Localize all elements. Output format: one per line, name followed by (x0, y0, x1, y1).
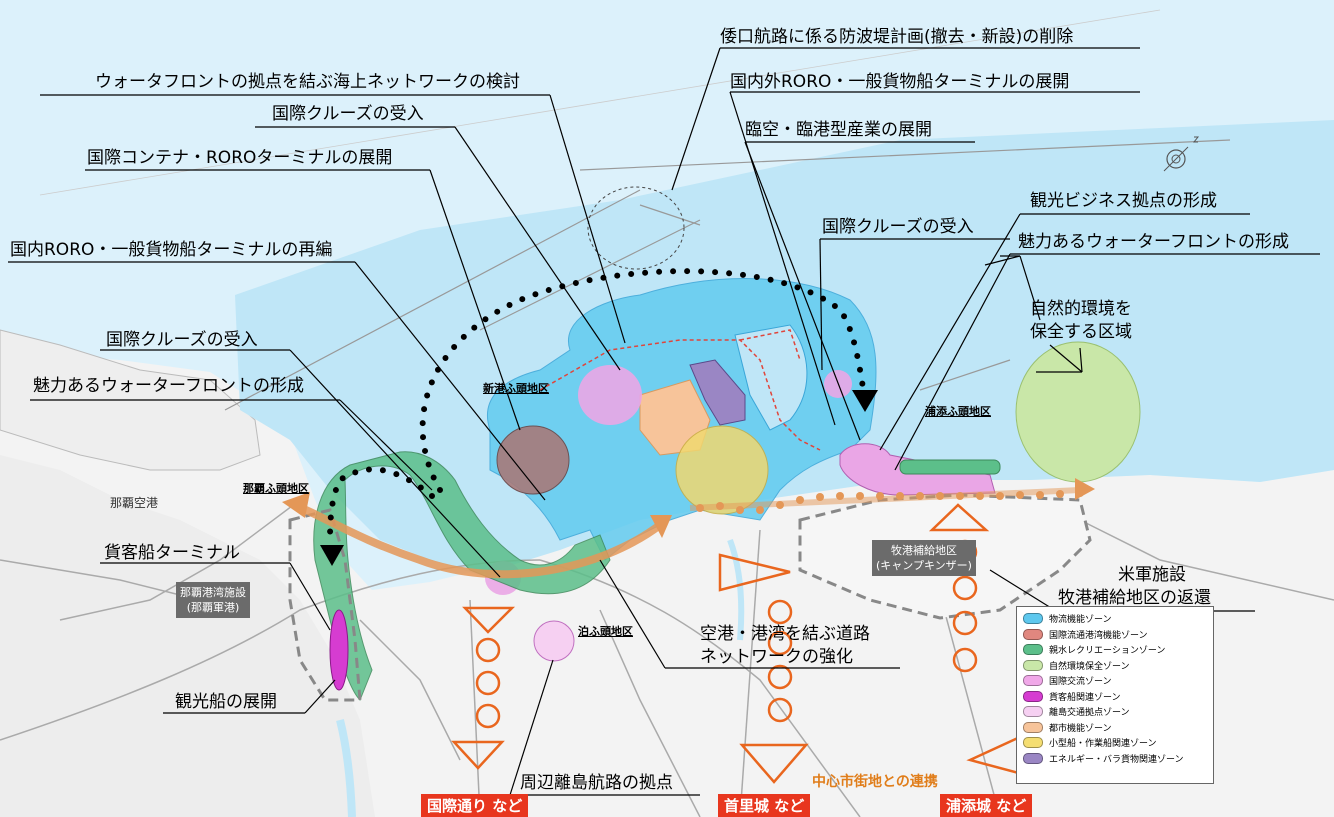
label-roro-domestic-intl: 国内外RORO・一般貨物船ターミナルの展開 (730, 72, 1070, 92)
label-cruise-2: 国際クルーズの受入 (822, 217, 974, 237)
label-attractive-waterfront-1: 魅力あるウォーターフロントの形成 (1018, 232, 1289, 252)
legend-item: 貨客船関連ゾーン (1023, 689, 1207, 705)
legend-swatch (1023, 737, 1043, 749)
legend-item: 物流機能ゾーン (1023, 611, 1207, 627)
sea-network-arc (419, 268, 868, 493)
label-cruise-3: 国際クルーズの受入 (106, 330, 258, 350)
urasoe-recreation (899, 459, 1001, 475)
orange-arrow-west (293, 501, 663, 579)
area-naha-wharf: 那覇ふ頭地区 (243, 482, 309, 495)
legend-swatch (1023, 721, 1043, 733)
river (336, 719, 356, 817)
naha-military-line2: (那覇軍港) (186, 601, 240, 614)
label-cargo-terminal: 貨客船ターミナル (104, 543, 240, 563)
urasoejo-box: 浦添城 など (940, 794, 1033, 817)
legend-item: 自然環境保全ゾーン (1023, 658, 1207, 674)
makiminato-line1: 牧港補給地区 (890, 544, 957, 557)
label-container: 国際コンテナ・ROROターミナルの展開 (87, 148, 393, 168)
legend-label: 都市機能ゾーン (1049, 723, 1112, 734)
label-road-network-2: ネットワークの強化 (700, 647, 853, 667)
legend-item: 都市機能ゾーン (1023, 720, 1207, 736)
cargo-passenger-zone (329, 609, 349, 691)
label-wakuchi-breakwater: 倭口航路に係る防波堤計画(撤去・新設)の削除 (720, 27, 1074, 47)
legend-item: エネルギー・バラ貨物関連ゾーン (1023, 751, 1207, 767)
legend-swatch (1023, 706, 1043, 718)
label-rinku: 臨空・臨港型産業の展開 (745, 120, 932, 140)
naha-military-boundary (288, 508, 362, 702)
legend-swatch (1023, 644, 1043, 656)
label-attractive-waterfront-2: 魅力あるウォーターフロントの形成 (33, 376, 304, 396)
legend-label: エネルギー・バラ貨物関連ゾーン (1049, 754, 1184, 765)
inner-basin (734, 324, 808, 431)
label-us-military-2: 牧港補給地区の返還 (1058, 588, 1211, 608)
compass-icon (1163, 136, 1200, 172)
label-waterfront-network: ウォータフロントの拠点を結ぶ海上ネットワークの検討 (95, 72, 520, 92)
leader-lines (8, 47, 1320, 796)
shurijo-box: 首里城 など (718, 794, 811, 817)
makiminato-box: 牧港補給地区 (キャンプキンザー) (872, 540, 976, 576)
area-airport: 那覇空港 (110, 496, 159, 510)
area-shinko: 新港ふ頭地区 (483, 382, 549, 395)
legend-label: 物流機能ゾーン (1049, 615, 1112, 626)
naha-military-box: 那覇港湾施設 (那覇軍港) (176, 582, 250, 618)
label-nature-2: 保全する区域 (1030, 322, 1132, 342)
legend-swatch (1023, 690, 1043, 702)
legend-swatch (1023, 752, 1043, 764)
label-domestic-roro: 国内RORO・一般貨物船ターミナルの再編 (10, 240, 333, 260)
legend-swatch (1023, 613, 1043, 625)
breakwater-delete-circle (587, 186, 685, 270)
legend-label: 親水レクリエーションゾーン (1049, 646, 1166, 657)
legend-label: 国際交流ゾーン (1049, 677, 1112, 688)
label-us-military-1: 米軍施設 (1118, 565, 1186, 585)
orange-connections (451, 503, 1028, 784)
kokusai-street-box: 国際通り など (421, 794, 529, 817)
land-south (0, 455, 375, 817)
label-nature-1: 自然的環境を (1030, 299, 1132, 319)
legend-label: 自然環境保全ゾーン (1049, 661, 1130, 672)
legend-item: 親水レクリエーションゾーン (1023, 642, 1207, 658)
label-sightseeing-boat: 観光船の展開 (175, 692, 277, 712)
label-road-network-1: 空港・港湾を結ぶ道路 (700, 624, 870, 644)
legend-item: 小型船・作業船関連ゾーン (1023, 735, 1207, 751)
area-tomari: 泊ふ頭地区 (578, 625, 633, 638)
legend-item: 離島交通拠点ゾーン (1023, 704, 1207, 720)
label-remote-islands: 周辺離島航路の拠点 (520, 773, 673, 793)
legend-swatch (1023, 628, 1043, 640)
city-center-label: 中心市街地との連携 (812, 774, 938, 790)
legend-label: 貨客船関連ゾーン (1049, 692, 1121, 703)
legend-swatch (1023, 659, 1043, 671)
intl-exchange-shinko (578, 365, 642, 425)
makiminato-line2: (キャンプキンザー) (876, 559, 972, 572)
legend-item: 国際流通港湾機能ゾーン (1023, 627, 1207, 643)
legend-label: 離島交通拠点ゾーン (1049, 708, 1130, 719)
legend-label: 小型船・作業船関連ゾーン (1049, 739, 1157, 750)
intl-distribution-zone (496, 425, 570, 495)
boundary-dashed (539, 339, 821, 451)
legend-item: 国際交流ゾーン (1023, 673, 1207, 689)
legend-label: 国際流通港湾機能ゾーン (1049, 630, 1148, 641)
label-tourism-business: 観光ビジネス拠点の形成 (1030, 191, 1217, 211)
legend-swatch (1023, 675, 1043, 687)
energy-zone (689, 359, 746, 426)
nature-zone (1015, 341, 1141, 483)
naha-military-line1: 那覇港湾施設 (180, 586, 246, 599)
label-cruise-1: 国際クルーズの受入 (272, 104, 424, 124)
breakwaters (39, 9, 1231, 411)
area-urasoe: 浦添ふ頭地区 (925, 405, 991, 418)
island-transport-zone (533, 620, 575, 662)
smallship-zone (675, 425, 769, 515)
legend: 物流機能ゾーン国際流通港湾機能ゾーン親水レクリエーションゾーン自然環境保全ゾーン… (1016, 606, 1214, 784)
